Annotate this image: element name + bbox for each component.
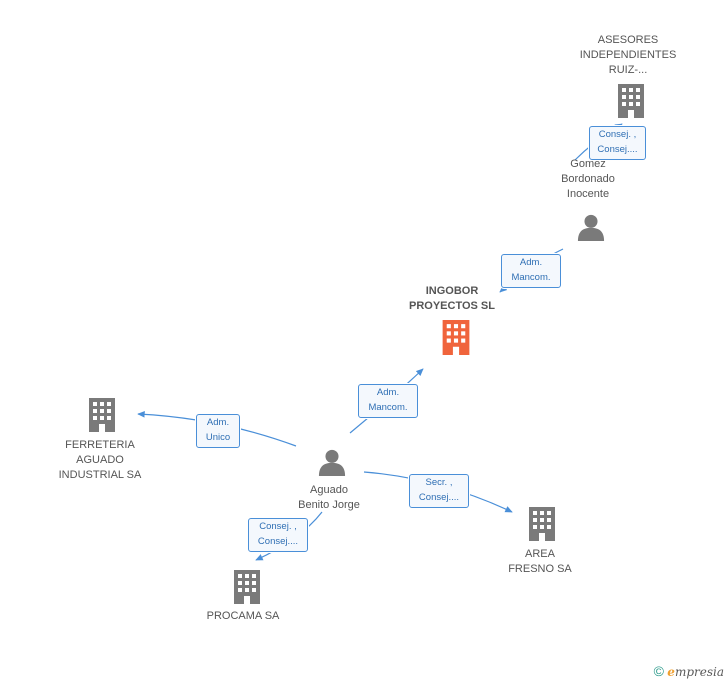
- edge-label-aguado-ferreteria[interactable]: Adm. Unico: [196, 414, 240, 448]
- building-icon-procama[interactable]: [234, 570, 260, 604]
- building-icon-asesores[interactable]: [618, 84, 644, 118]
- brand-logo: empresia: [667, 665, 724, 679]
- edge-label-gomez-ingobor[interactable]: Adm. Mancom.: [501, 254, 561, 288]
- building-icon-ingobor[interactable]: [442, 320, 470, 355]
- copyright-icon: ©: [653, 663, 664, 679]
- building-icon-ferreteria[interactable]: [89, 398, 115, 432]
- edge-label-aguado-area[interactable]: Secr. , Consej....: [409, 474, 469, 508]
- edge-label-gomez-asesores[interactable]: Consej. , Consej....: [589, 126, 646, 160]
- edge-label-aguado-ingobor[interactable]: Adm. Mancom.: [358, 384, 418, 418]
- building-icon-area[interactable]: [529, 507, 555, 541]
- node-label-gomez[interactable]: Gomez Bordonado Inocente: [561, 158, 615, 200]
- footer-brand[interactable]: © empresia: [654, 663, 724, 679]
- node-label-ingobor[interactable]: INGOBOR PROYECTOS SL: [409, 285, 495, 312]
- person-icon-aguado[interactable]: [318, 449, 346, 476]
- node-label-area[interactable]: AREA FRESNO SA: [508, 548, 572, 575]
- edge-label-aguado-procama[interactable]: Consej. , Consej....: [248, 518, 308, 552]
- node-label-asesores[interactable]: ASESORES INDEPENDIENTES RUIZ-...: [579, 34, 677, 76]
- node-label-aguado[interactable]: Aguado Benito Jorge: [298, 484, 360, 511]
- node-label-procama[interactable]: PROCAMA SA: [206, 610, 280, 622]
- node-label-ferreteria[interactable]: FERRETERIA AGUADO INDUSTRIAL SA: [58, 439, 142, 481]
- person-icon-gomez[interactable]: [577, 214, 605, 241]
